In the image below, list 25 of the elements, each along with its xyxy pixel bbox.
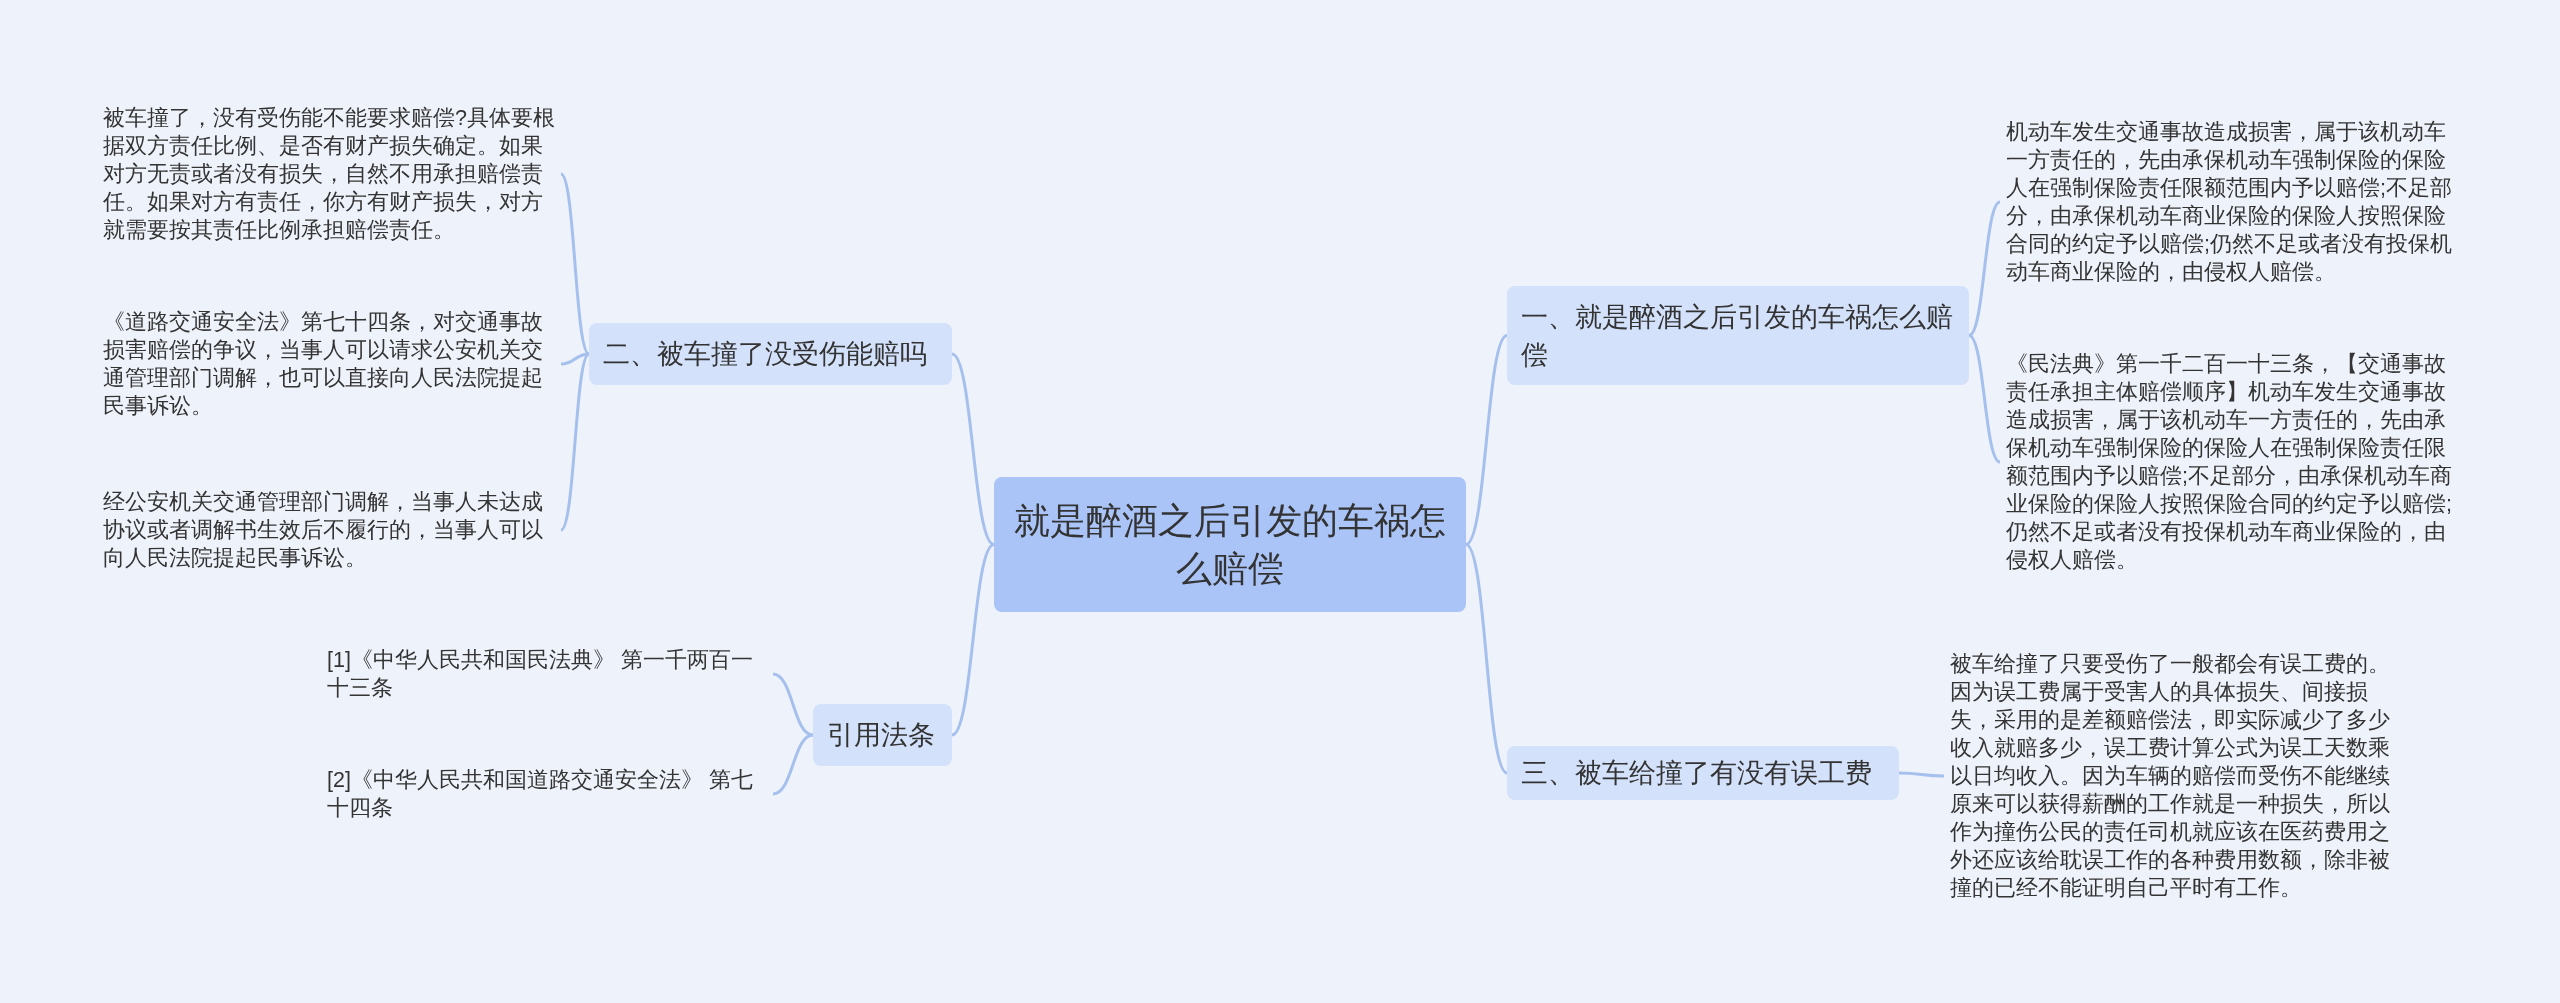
leaf-text: 《民法典》第一千二百一十三条，【交通事故责任承担主体赔偿顺序】机动车发生交通事故造成损害，属于该机动车一方责任的，先由承保机动车强制保险的保险人在强制保险责任限额范围内予以赔偿;不足部分，由承保机动车商业保险的保险人按照保险合同的约定予以赔偿;仍然不足或者没有投保机动车商业保险的，由侵权人赔偿。 (2006, 350, 2456, 574)
connector-line (1968, 334, 2001, 464)
connector-line (772, 733, 814, 796)
leaf-text: 《道路交通安全法》第七十四条，对交通事故损害赔偿的争议，当事人可以请求公安机关交通管理部门调解，也可以直接向人民法院提起民事诉讼。 (103, 308, 555, 420)
connector-line (951, 352, 995, 546)
connector-line (1899, 771, 1944, 778)
topic-box: 一、就是醉酒之后引发的车祸怎么赔偿 (1507, 286, 1969, 385)
leaf-text: 经公安机关交通管理部门调解，当事人未达成协议或者调解书生效后不履行的，当事人可以向人民法院提起民事诉讼。 (103, 488, 555, 572)
central-topic-box: 就是醉酒之后引发的车祸怎么赔偿 (994, 477, 1466, 612)
leaf-text: 被车给撞了只要受伤了一般都会有误工费的。因为误工费属于受害人的具体损失、间接损失，采用的是差额赔偿法，即实际减少了多少收入就赔多少，误工费计算公式为误工天数乘以日均收入。因为车辆的赔偿而受伤不能继续原来可以获得薪酬的工作就是一种损失，所以作为撞伤公民的责任司机就应该在医药费用之外还应该给耽误工作的各种费用数额，除非被撞的已经不能证明自己平时有工作。 (1950, 650, 2406, 902)
leaf-text: 机动车发生交通事故造成损害，属于该机动车一方责任的，先由承保机动车强制保险的保险人在强制保险责任限额范围内予以赔偿;不足部分，由承保机动车商业保险的保险人按照保险合同的约定予以赔偿;仍然不足或者没有投保机动车商业保险的，由侵权人赔偿。 (2006, 118, 2456, 286)
leaf-text: 被车撞了，没有受伤能不能要求赔偿?具体要根据双方责任比例、是否有财产损失确定。如果对方无责或者没有损失，自然不用承担赔偿责任。如果对方有责任，你方有财产损失，对方就需要按其责任比例承担赔偿责任。 (103, 104, 555, 244)
connector-line (1465, 334, 1508, 546)
connector-line (951, 543, 995, 737)
connector-line (559, 352, 591, 532)
leaf-text: [1]《中华人民共和国民法典》 第一千两百一十三条 (327, 646, 767, 702)
connector-line (1968, 200, 2001, 337)
connector-line (560, 352, 590, 366)
connector-line (1464, 543, 1509, 775)
leaf-text: [2]《中华人民共和国道路交通安全法》 第七十四条 (327, 766, 767, 822)
topic-box: 引用法条 (813, 704, 952, 766)
connector-line (559, 173, 591, 355)
topic-box: 二、被车撞了没受伤能赔吗 (589, 323, 952, 385)
topic-box: 三、被车给撞了有没有误工费 (1507, 746, 1899, 800)
connector-line (772, 672, 814, 737)
